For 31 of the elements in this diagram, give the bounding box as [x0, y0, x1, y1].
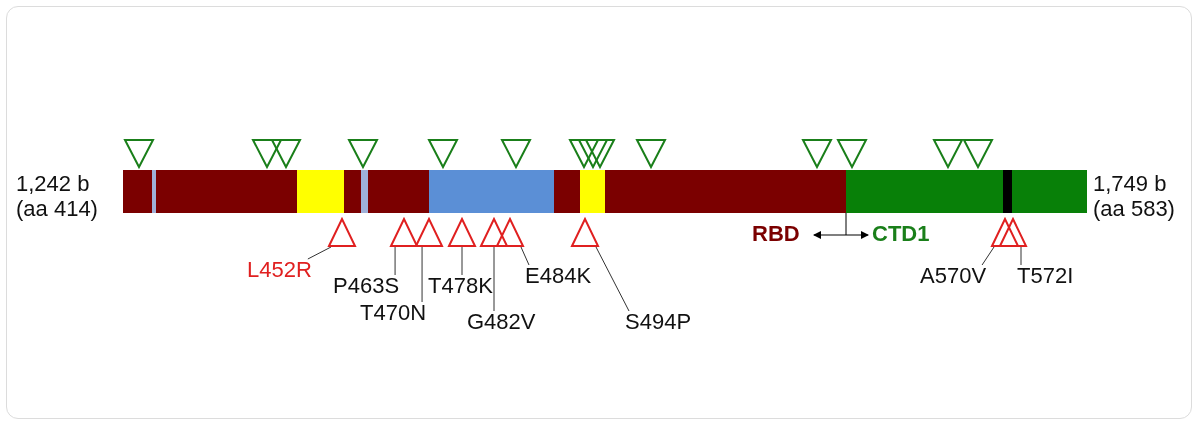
- mutation-label: T470N: [360, 300, 427, 325]
- triangle-marker: [570, 217, 600, 247]
- mutation-label: T572I: [1017, 263, 1074, 288]
- triangle-marker: [447, 217, 477, 247]
- triangle-marker: [998, 217, 1028, 247]
- mutation-label: G482V: [467, 309, 536, 334]
- leader-line: [520, 246, 530, 266]
- triangle-marker: [495, 217, 525, 247]
- mutation-label: T478K: [428, 273, 493, 298]
- leader-line: [1020, 246, 1022, 266]
- domain-label: RBD: [752, 221, 800, 246]
- leader-line: [981, 246, 995, 266]
- mutation-label: S494P: [625, 309, 692, 334]
- triangle-marker: [990, 217, 1020, 247]
- triangle-marker: [327, 217, 357, 247]
- leader-line: [421, 246, 423, 303]
- mutation-label: P463S: [333, 273, 400, 298]
- triangle-marker: [389, 217, 419, 247]
- mutation-label: A570V: [920, 263, 987, 288]
- leader-line: [493, 246, 495, 312]
- leader-line: [461, 246, 463, 276]
- triangle-marker: [414, 217, 444, 247]
- position-label: 1,242 b (aa 414): [16, 171, 99, 221]
- triangle-marker: [479, 217, 509, 247]
- leader-line: [394, 246, 396, 276]
- domain-label: CTD1: [872, 221, 930, 246]
- leader-line: [595, 246, 630, 312]
- leader-line: [307, 246, 332, 260]
- mutation-label: L452R: [247, 257, 312, 282]
- position-label: 1,749 b (aa 583): [1093, 171, 1176, 221]
- mutation-label: E484K: [525, 263, 592, 288]
